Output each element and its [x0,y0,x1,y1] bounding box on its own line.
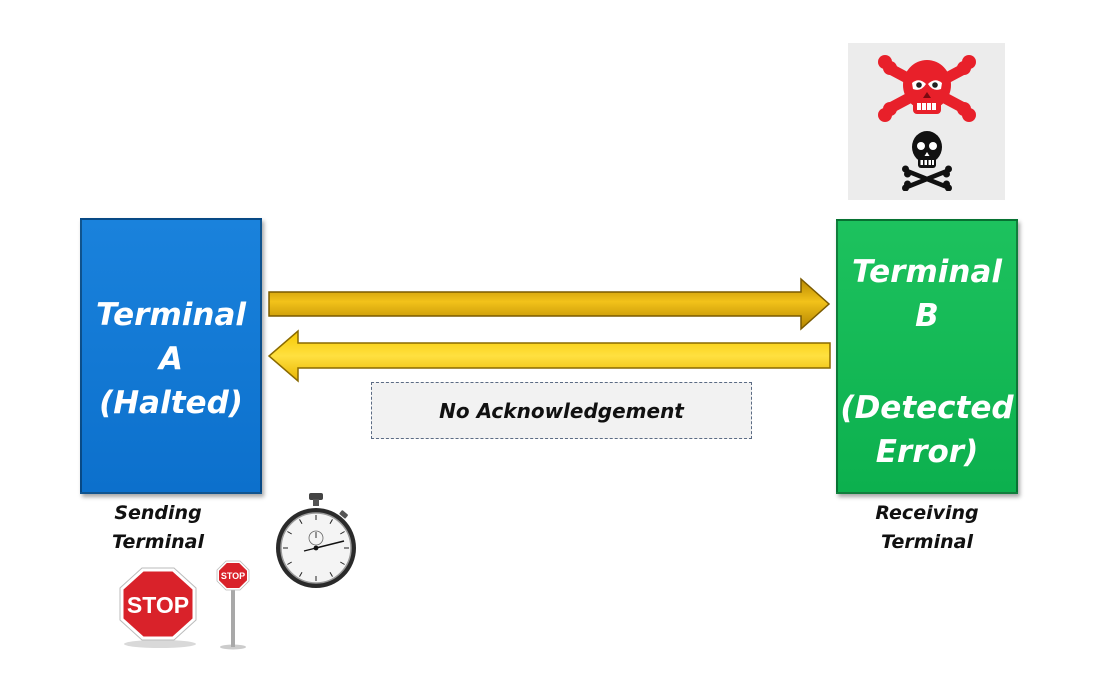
sending-terminal-caption: Sending Terminal [88,499,228,557]
no-acknowledgement-box: No Acknowledgement [371,382,752,439]
receiving-caption-line2: Terminal [881,531,973,553]
receiving-terminal-caption: Receiving Terminal [857,499,997,557]
terminal-b-box: Terminal B (Detected Error) [836,219,1018,494]
arrows-group [267,277,831,383]
small-stop-sign-text: STOP [221,571,245,581]
terminal-a-title: Terminal [95,297,246,333]
terminal-a-id: A [159,341,183,377]
sending-caption-line2: Terminal [112,531,204,553]
terminal-a-box: Terminal A (Halted) [80,218,262,494]
terminal-b-state-line1: (Detected [840,390,1014,426]
stop-post-icon: STOP [216,560,250,650]
stop-sign-icon: STOP [119,567,197,648]
receiving-caption-line1: Receiving [875,502,979,524]
sending-caption-line1: Sending [114,502,202,524]
skull-crossbones-red-icon [878,55,976,122]
terminal-b-id: B [915,298,939,334]
stopwatch-icon [276,493,356,588]
forward-arrow [268,277,831,331]
danger-icons-panel [848,43,1005,200]
stop-sign-text: STOP [127,592,189,618]
backward-arrow [267,329,831,383]
skull-crossbones-black-icon [902,131,952,191]
terminal-b-state-line2: Error) [875,434,979,470]
terminal-a-state: (Halted) [99,385,243,421]
terminal-b-title: Terminal [851,254,1002,290]
no-acknowledgement-label: No Acknowledgement [439,398,684,423]
